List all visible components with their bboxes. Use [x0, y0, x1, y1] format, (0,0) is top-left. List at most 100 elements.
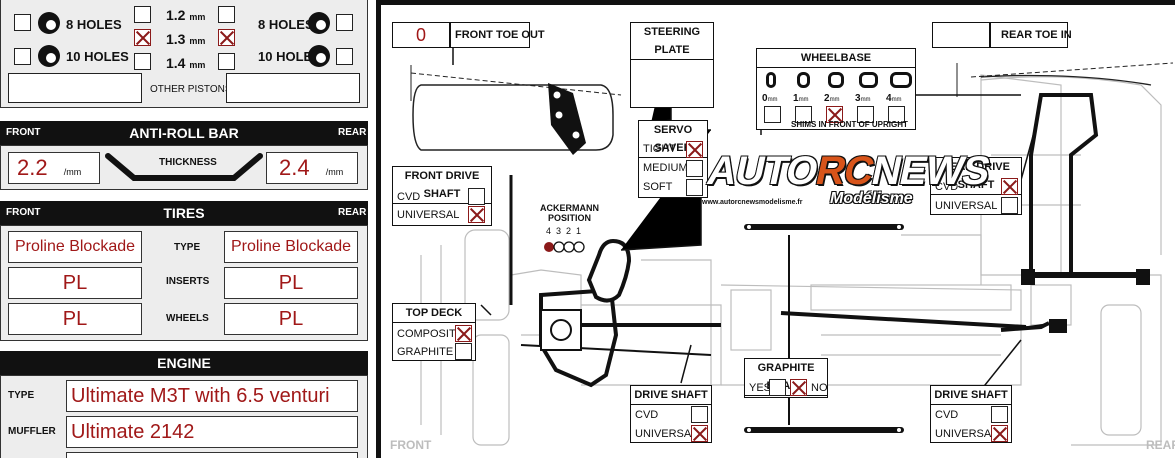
antiroll-header [0, 121, 368, 145]
other-pistons-label: OTHER PISTONS [150, 84, 232, 95]
front-wheels-field[interactable]: PL [8, 303, 142, 335]
rear-other-pistons-field[interactable] [226, 73, 360, 103]
piston-8-holes-icon [308, 12, 330, 34]
front-size-1-4-checkbox[interactable] [134, 53, 151, 70]
rear-toe-label: REAR TOE IN [1001, 29, 1072, 41]
size-1-4-label: 1.4 mm [166, 55, 206, 71]
right-8-holes-checkbox[interactable] [336, 14, 353, 31]
front-size-1-2-checkbox[interactable] [134, 6, 151, 23]
rear-center-universal-checkbox[interactable] [991, 425, 1008, 442]
servo-medium-checkbox[interactable] [686, 160, 703, 177]
rear-center-cvd-checkbox[interactable] [991, 406, 1008, 423]
center-universal-checkbox[interactable] [691, 425, 708, 442]
center-cvd-label: CVD [635, 409, 659, 421]
front-drive-shaft-title: FRONT DRIVE SHAFT [393, 167, 491, 204]
composite-checkbox[interactable] [455, 325, 472, 342]
size-1-2-label: 1.2 mm [166, 7, 206, 23]
center-universal-label: UNIVERSAL [635, 428, 698, 440]
antiroll-title: ANTI-ROLL BAR [129, 125, 239, 141]
ackermann-position-1-label: 1 [576, 226, 582, 236]
front-size-1-3-checkbox[interactable] [134, 29, 151, 46]
brace-yes-checkbox[interactable] [769, 379, 786, 396]
shim-0mm-icon [766, 72, 776, 88]
servo-soft-checkbox[interactable] [686, 179, 703, 196]
ackermann-position-2-label: 2 [566, 226, 572, 236]
piston-10-holes-icon [308, 45, 330, 67]
shim-3mm-icon [859, 72, 878, 88]
rear-antiroll-field[interactable]: 2.4 /mm [266, 152, 358, 184]
center-drive-shaft-title: DRIVE SHAFT [631, 386, 711, 405]
piston-10-holes-icon [38, 45, 60, 67]
rear-cvd-label: CVD [935, 181, 959, 193]
brace-yes-label: YES [749, 382, 772, 394]
diagram-top-border [376, 0, 1175, 5]
muffler-label: MUFFLER [8, 426, 56, 437]
rear-size-1-2-checkbox[interactable] [218, 6, 235, 23]
rear-inserts-field[interactable]: PL [224, 267, 358, 299]
watermark-url: www.autorcnewsmodelisme.fr [702, 199, 803, 206]
front-other-pistons-field[interactable] [8, 73, 142, 103]
wheelbase-option-3-label: 3mm [855, 93, 871, 104]
front-toe-value: 0 [415, 25, 426, 45]
center-cvd-checkbox[interactable] [691, 406, 708, 423]
rear-universal-checkbox[interactable] [1001, 197, 1018, 214]
right-8-holes-label: 8 HOLES [258, 17, 314, 32]
tires-header [0, 201, 368, 225]
wheelbase-option-1-label: 1mm [793, 93, 809, 104]
front-antiroll-value: 2.2 [17, 155, 48, 180]
front-inserts-field[interactable]: PL [8, 267, 142, 299]
front-universal-checkbox[interactable] [468, 206, 485, 223]
wheelbase-option-0-label: 0mm [762, 93, 778, 104]
muffler-field[interactable]: Ultimate 2142 [66, 416, 358, 448]
front-toe-label-box: FRONT TOE OUT [450, 22, 545, 48]
engine-type-label: TYPE [8, 390, 35, 401]
shim-4mm-icon [890, 72, 912, 88]
wheelbase-option-2-label: 2mm [824, 93, 840, 104]
engine-type-field[interactable]: Ultimate M3T with 6.5 venturi [66, 380, 358, 412]
engine-extra-field[interactable] [66, 452, 358, 458]
servo-tight-checkbox[interactable] [686, 141, 703, 158]
graphite-brace-box: GRAPHITE BRACE [744, 358, 828, 398]
left-8-holes-label: 8 HOLES [66, 17, 122, 32]
tire-type-label: TYPE [174, 242, 201, 253]
ackermann-position-4-label: 4 [546, 226, 552, 236]
diagram-frame [376, 0, 1175, 458]
front-antiroll-field[interactable]: 2.2 /mm [8, 152, 100, 184]
piston-8-holes-icon [38, 12, 60, 34]
rear-wheels-field[interactable]: PL [224, 303, 358, 335]
right-10-holes-label: 10 HOLES [258, 49, 321, 64]
wheelbase-option-4-checkbox[interactable] [888, 106, 905, 123]
servo-tight-label: TIGHT [643, 143, 676, 155]
front-tire-type-field[interactable]: Proline Blockade [8, 231, 142, 263]
rear-size-1-4-checkbox[interactable] [218, 53, 235, 70]
servo-saver-title: SERVO SAVER [639, 121, 707, 158]
steering-plate-title: STEERING PLATE [631, 23, 713, 60]
left-10-holes-checkbox[interactable] [14, 48, 31, 65]
front-cvd-checkbox[interactable] [468, 188, 485, 205]
rear-tire-type-field[interactable]: Proline Blockade [224, 231, 358, 263]
rear-toe-label-box: REAR TOE IN [990, 22, 1072, 48]
front-toe-value-box[interactable]: 0 [392, 22, 450, 48]
graphite-label: GRAPHITE [397, 346, 454, 358]
thickness-label: THICKNESS [159, 157, 217, 168]
engine-title: ENGINE [157, 355, 211, 371]
rear-cvd-checkbox[interactable] [1001, 178, 1018, 195]
wheelbase-option-2-checkbox[interactable] [826, 106, 843, 123]
antiroll-front-label: FRONT [6, 127, 41, 138]
wheelbase-option-3-checkbox[interactable] [857, 106, 874, 123]
brace-no-checkbox[interactable] [790, 379, 807, 396]
tires-title: TIRES [163, 205, 205, 221]
front-antiroll-unit: /mm [63, 167, 82, 177]
wheelbase-option-1-checkbox[interactable] [795, 106, 812, 123]
right-10-holes-checkbox[interactable] [336, 48, 353, 65]
rear-center-universal-label: UNIVERSAL [935, 428, 998, 440]
rear-toe-value-box[interactable] [932, 22, 990, 48]
servo-soft-label: SOFT [643, 181, 673, 193]
graphite-checkbox[interactable] [455, 343, 472, 360]
wheels-label: WHEELS [166, 313, 209, 324]
servo-medium-label: MEDIUM [643, 162, 688, 174]
left-8-holes-checkbox[interactable] [14, 14, 31, 31]
steering-plate-box: STEERING PLATE [630, 22, 714, 108]
wheelbase-option-0-checkbox[interactable] [764, 106, 781, 123]
rear-size-1-3-checkbox[interactable] [218, 29, 235, 46]
